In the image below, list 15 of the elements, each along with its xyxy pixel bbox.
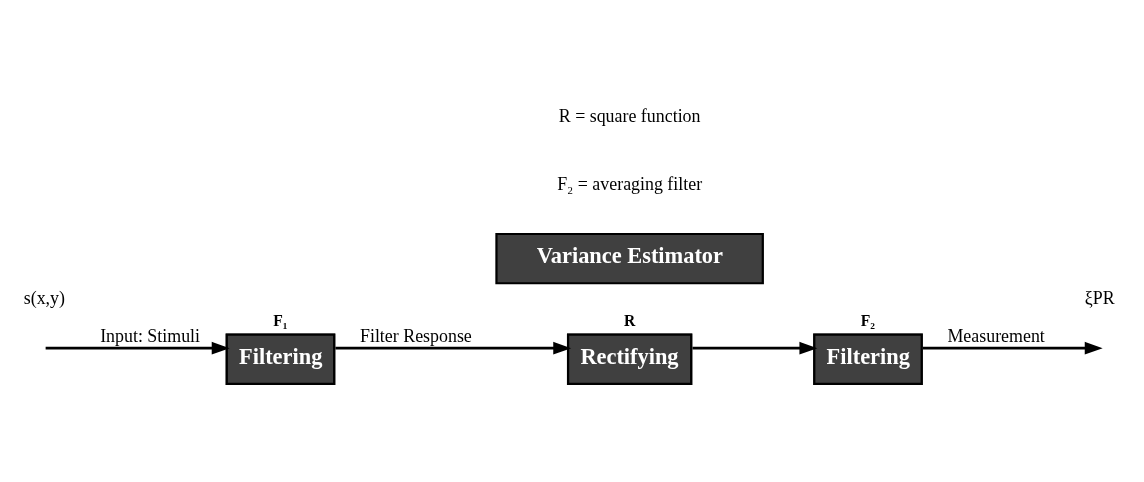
arrow — [692, 341, 818, 355]
label: s(x,y) — [23, 288, 65, 309]
arrow — [45, 341, 230, 355]
node-box: Variance Estimator — [495, 232, 764, 285]
label: ξPR — [1084, 288, 1115, 309]
arrow — [335, 341, 572, 355]
edge-label: Input: Stimuli — [100, 326, 201, 347]
edge-label: Measurement — [947, 326, 1045, 347]
node-label: R — [624, 312, 636, 329]
label: R = square function — [558, 105, 701, 126]
edge-label: Filter Response — [359, 326, 472, 347]
node-label: F₁ — [273, 312, 288, 329]
node-label: F₂ — [860, 312, 875, 329]
label: F₂ = averaging filter — [557, 174, 703, 195]
arrow — [922, 341, 1103, 355]
